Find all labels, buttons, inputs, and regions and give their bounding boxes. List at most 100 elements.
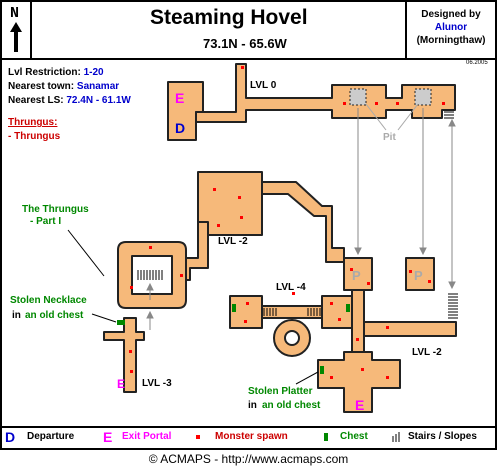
chest-platter bbox=[320, 366, 324, 374]
room-exit-cross bbox=[317, 351, 401, 413]
credit-server: (Morningthaw) bbox=[416, 35, 486, 46]
info-boss-header: Thrungus: bbox=[8, 117, 58, 128]
corridor-right-lower bbox=[351, 289, 365, 353]
info-town-row: Nearest town: Sanamar bbox=[8, 80, 131, 94]
monster-spawn bbox=[356, 338, 359, 341]
monster-spawn bbox=[246, 302, 249, 305]
monster-spawn bbox=[238, 196, 241, 199]
corridor-horizontal bbox=[363, 321, 457, 337]
monster-spawn bbox=[240, 216, 243, 219]
stairs-lvl0-right bbox=[444, 111, 454, 119]
pit-pointer-left bbox=[365, 103, 387, 131]
legend-departure-label: Departure bbox=[27, 431, 75, 442]
monster-spawn bbox=[361, 368, 364, 371]
note-necklace-title: Stolen Necklace bbox=[10, 295, 87, 306]
note-thrungus-part: - Part I bbox=[30, 216, 61, 227]
info-ls-label: Nearest LS: bbox=[8, 95, 64, 106]
monster-spawn bbox=[442, 102, 445, 105]
pit-right bbox=[414, 88, 432, 106]
monster-spawn bbox=[130, 370, 133, 373]
monster-spawn bbox=[428, 280, 431, 283]
footer-copyright: © ACMAPS - http://www.acmaps.com bbox=[148, 452, 349, 466]
exit-marker-bottom: E bbox=[355, 397, 364, 413]
monster-spawn bbox=[396, 102, 399, 105]
monster-spawn bbox=[350, 268, 353, 271]
departure-marker: D bbox=[175, 120, 185, 136]
level-label-minus3: LVL -3 bbox=[142, 378, 172, 389]
monster-spawn bbox=[375, 102, 378, 105]
info-lvl-row: Lvl Restriction: 1-20 bbox=[8, 66, 131, 80]
legend-spawn-icon bbox=[196, 435, 200, 439]
info-panel: Lvl Restriction: 1-20 Nearest town: Sana… bbox=[8, 66, 131, 144]
monster-spawn bbox=[244, 320, 247, 323]
stairs-lvl-minus4-left bbox=[263, 308, 277, 316]
level-label-minus2-top: LVL -2 bbox=[218, 236, 248, 247]
info-town-label: Nearest town: bbox=[8, 81, 75, 92]
floor-plan bbox=[103, 63, 457, 413]
info-ls-value: 72.4N - 61.1W bbox=[66, 95, 131, 106]
exit-marker-top: E bbox=[175, 90, 184, 106]
pit-left bbox=[349, 88, 367, 106]
monster-spawn bbox=[330, 376, 333, 379]
pit-label: Pit bbox=[383, 132, 396, 143]
info-ls-row: Nearest LS: 72.4N - 61.1W bbox=[8, 94, 131, 108]
monster-spawn bbox=[386, 326, 389, 329]
stairs-lvl-minus4-right bbox=[307, 308, 321, 316]
note-necklace-chest: an old chest bbox=[25, 310, 84, 321]
north-arrow-icon bbox=[10, 22, 22, 52]
legend-chest-label: Chest bbox=[340, 431, 368, 442]
info-town-value: Sanamar bbox=[76, 81, 120, 92]
legend-stairs-label: Stairs / Slopes bbox=[408, 431, 477, 442]
legend: D Departure E Exit Portal Monster spawn … bbox=[0, 429, 497, 447]
monster-spawn bbox=[213, 188, 216, 191]
monster-spawn bbox=[386, 376, 389, 379]
portal-p-right: P bbox=[414, 268, 423, 283]
note-platter-in: in bbox=[248, 400, 257, 411]
note-platter-chest: an old chest bbox=[262, 400, 321, 411]
monster-spawn bbox=[180, 274, 183, 277]
legend-exit-symbol: E bbox=[103, 429, 113, 445]
room-lvl-minus4-left bbox=[229, 295, 263, 329]
monster-spawn bbox=[409, 270, 412, 273]
legend-departure-symbol: D bbox=[5, 429, 16, 445]
dungeon-coordinates: 73.1N - 65.6W bbox=[203, 36, 287, 51]
exit-marker-lvl3: E bbox=[117, 377, 125, 391]
note-necklace-pointer bbox=[91, 313, 117, 323]
compass: N bbox=[2, 2, 32, 58]
header-divider bbox=[0, 58, 497, 60]
monster-spawn bbox=[149, 246, 152, 249]
monster-spawn bbox=[241, 66, 244, 69]
level-label-minus4: LVL -4 bbox=[276, 282, 306, 293]
chest-lvl-minus4-left bbox=[232, 304, 236, 312]
note-thrungus-title: The Thrungus bbox=[22, 204, 89, 215]
info-lvl-value: 1-20 bbox=[83, 67, 104, 78]
note-platter-title: Stolen Platter bbox=[248, 386, 313, 397]
credits: Designed by Alunor (Morningthaw) bbox=[405, 2, 495, 58]
monster-spawn bbox=[343, 102, 346, 105]
map-date: 06.2005 bbox=[466, 60, 488, 66]
legend-chest-icon bbox=[324, 433, 328, 441]
legend-divider bbox=[0, 426, 497, 428]
room-lvl-minus3 bbox=[103, 317, 145, 393]
info-boss-item: - Thrungus bbox=[8, 131, 61, 142]
monster-spawn bbox=[217, 224, 220, 227]
connection-arrows bbox=[146, 108, 456, 330]
legend-stairs-icon bbox=[392, 432, 402, 445]
credit-designed-by: Designed by bbox=[421, 9, 481, 20]
level-label-minus2-right: LVL -2 bbox=[412, 347, 442, 358]
stairs-loop bbox=[137, 270, 163, 280]
info-lvl-label: Lvl Restriction: bbox=[8, 67, 81, 78]
chest-necklace bbox=[117, 320, 125, 325]
room-big-center bbox=[197, 171, 263, 236]
monster-spawn bbox=[367, 282, 370, 285]
corridor-lvl-minus4 bbox=[261, 305, 323, 319]
monster-spawn bbox=[130, 286, 133, 289]
monster-spawn bbox=[292, 292, 295, 295]
monster-spawn bbox=[129, 350, 132, 353]
north-label: N bbox=[10, 5, 20, 22]
monster-spawn bbox=[338, 318, 341, 321]
corridor-diagonal bbox=[261, 181, 345, 263]
corridor-lvl0 bbox=[195, 63, 456, 123]
room-p-right bbox=[405, 257, 435, 291]
legend-exit-label: Exit Portal bbox=[122, 431, 172, 442]
